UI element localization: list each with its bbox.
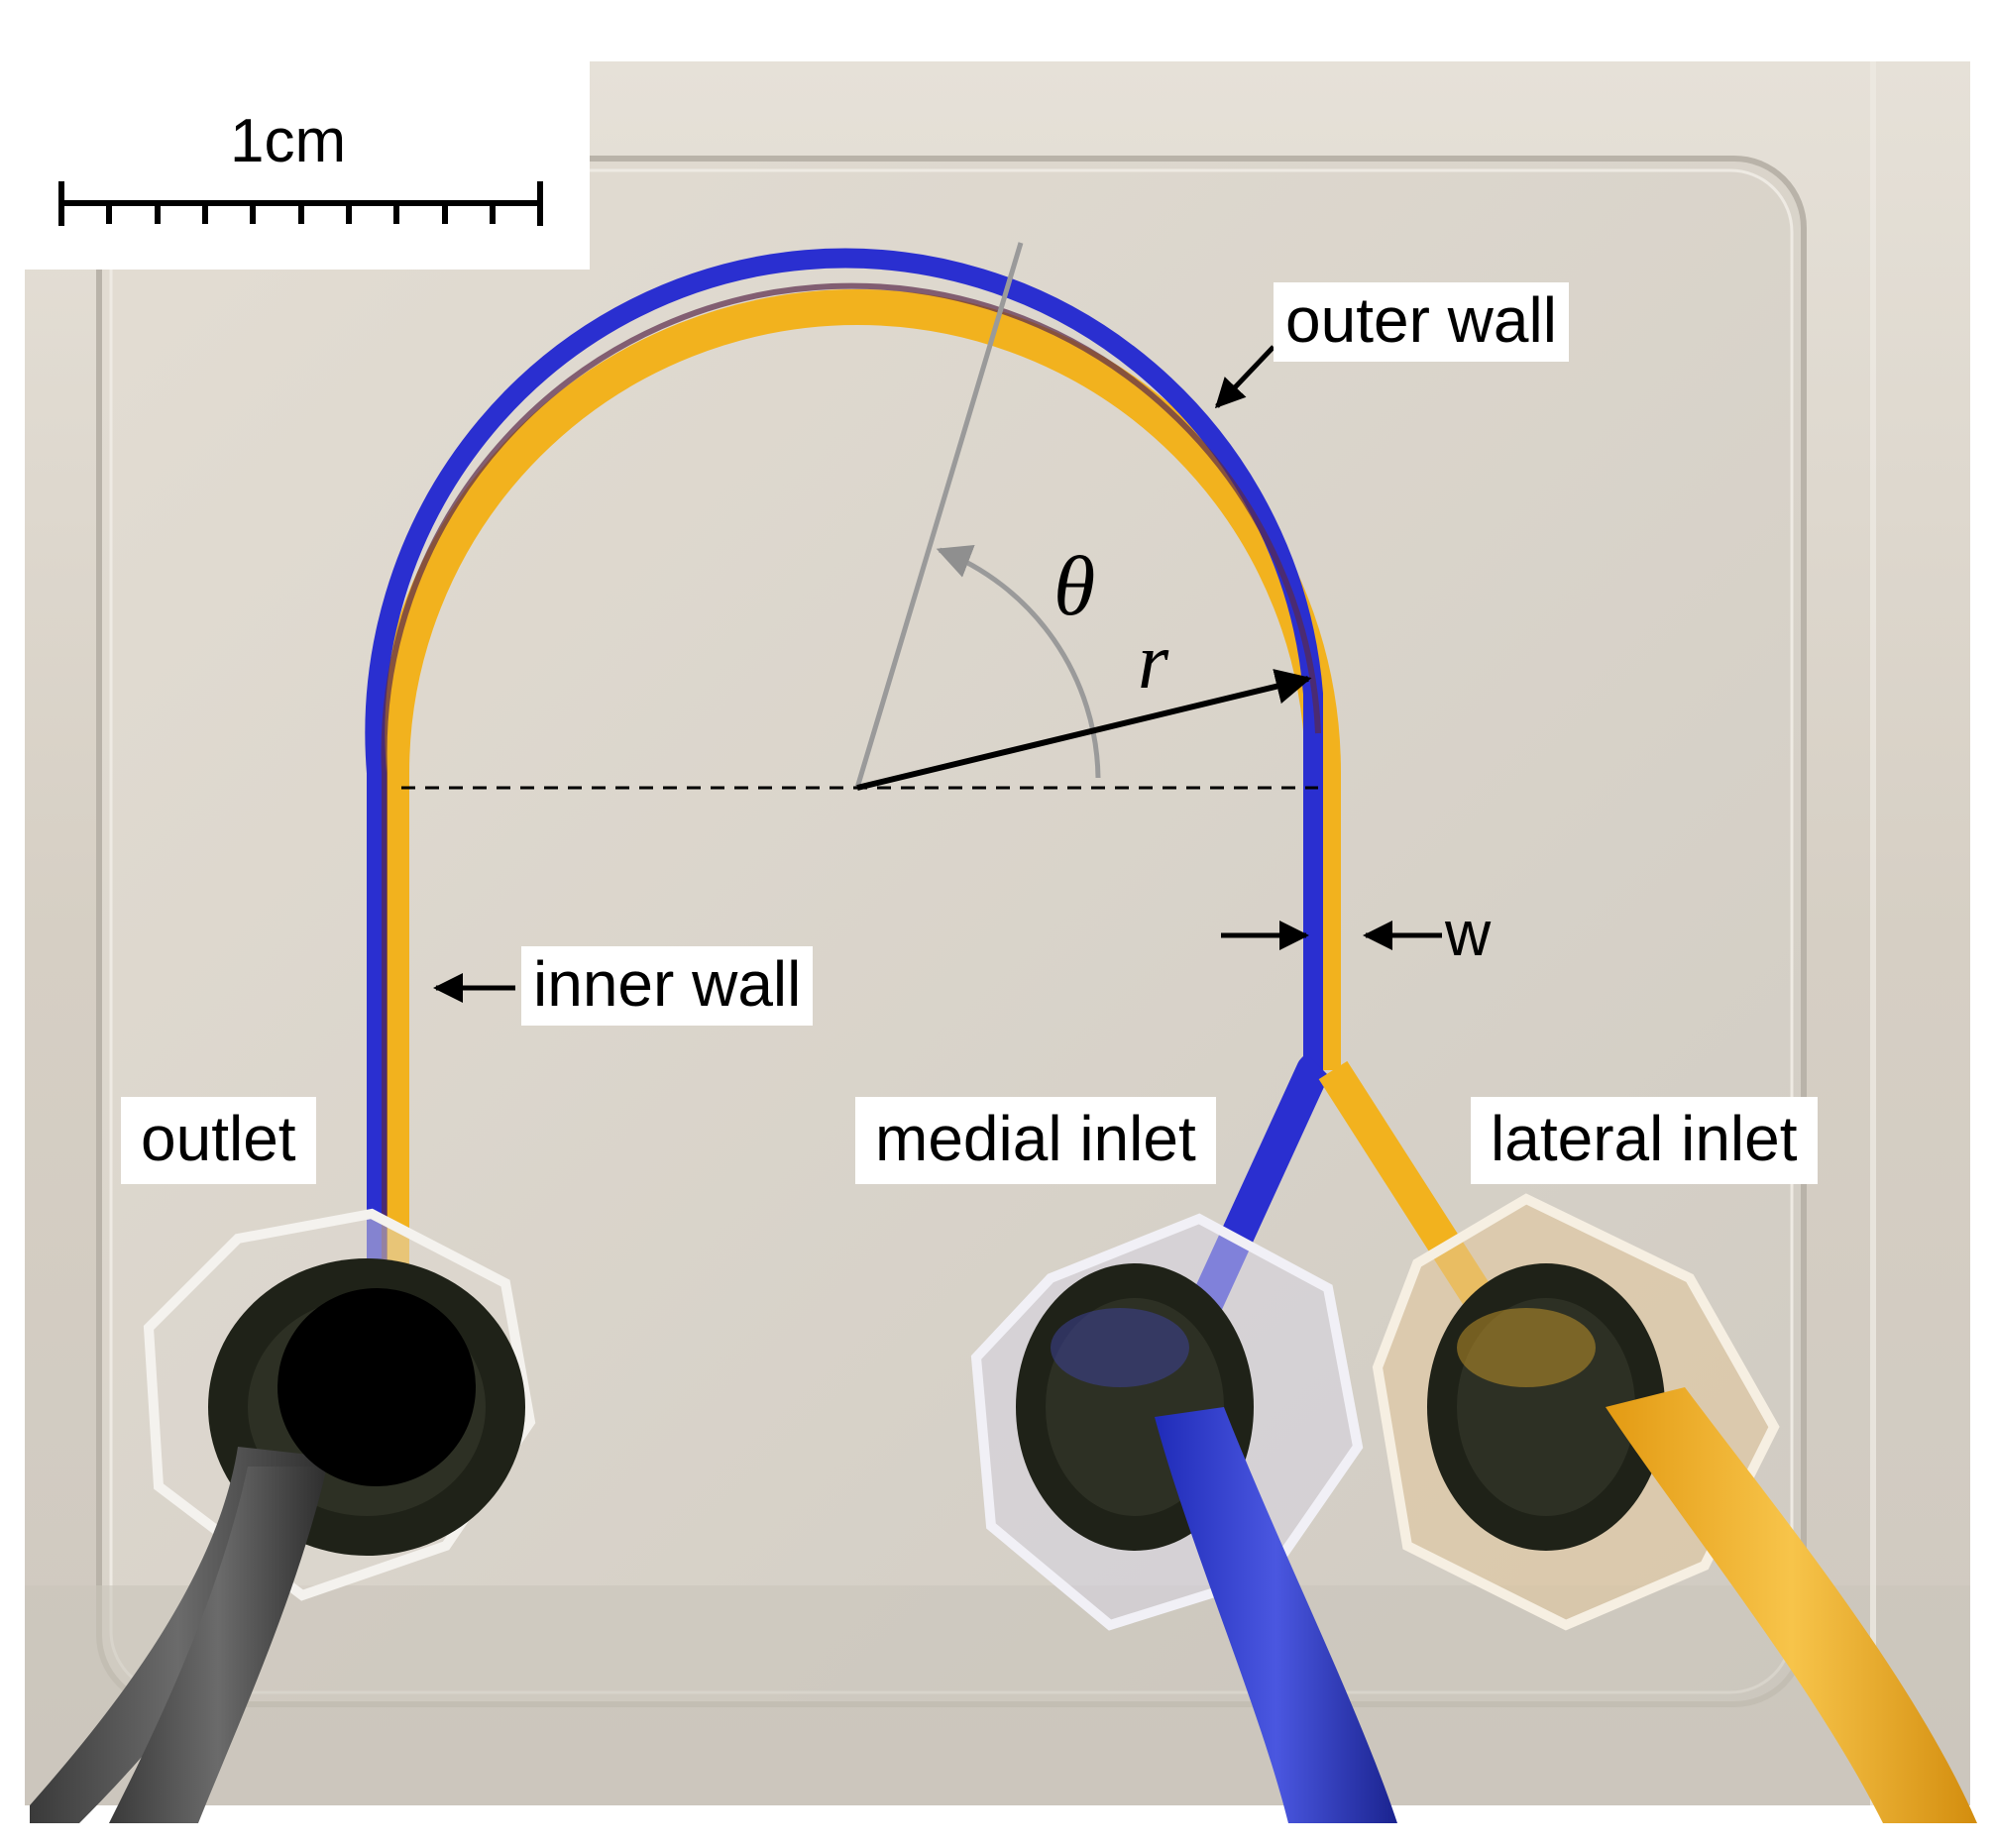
- lateral-inlet-label: lateral inlet: [1471, 1097, 1818, 1184]
- radius-symbol: r: [1138, 618, 1169, 706]
- inner-wall-label: inner wall: [521, 946, 814, 1026]
- channel-medial-stream: [365, 248, 1323, 1288]
- outlet-label: outlet: [121, 1097, 316, 1184]
- angle-theta-arc: [936, 545, 1101, 779]
- angle-reference-line: [854, 242, 1024, 789]
- angle-construction: [401, 242, 1318, 791]
- theta-symbol: θ: [1053, 538, 1096, 633]
- tubing-icon: [30, 1387, 1977, 1823]
- chip-bottom-plate: [25, 1585, 1970, 1805]
- outlet-tube: [109, 1467, 327, 1823]
- lateral-inlet-tube: [1606, 1387, 1977, 1823]
- outer-wall-label: outer wall: [1274, 282, 1569, 362]
- radius-arrow: [856, 669, 1312, 791]
- width-label: w: [1445, 898, 1492, 969]
- scale-bar: [58, 181, 543, 226]
- medial-inlet-label: medial inlet: [855, 1097, 1216, 1184]
- medial-inlet-tube: [1155, 1407, 1397, 1823]
- outlet-marker-dot: [277, 1288, 476, 1486]
- outer-wall-arrow: [1214, 345, 1275, 409]
- channel-lateral-stream: [374, 289, 1341, 1288]
- scale-bar-backdrop: [25, 61, 590, 270]
- channel-interface: [381, 282, 1321, 1288]
- scale-bar-label: 1cm: [230, 107, 347, 175]
- arrow-icon: [433, 345, 1442, 1003]
- medial-inlet-branch: [1188, 1052, 1331, 1316]
